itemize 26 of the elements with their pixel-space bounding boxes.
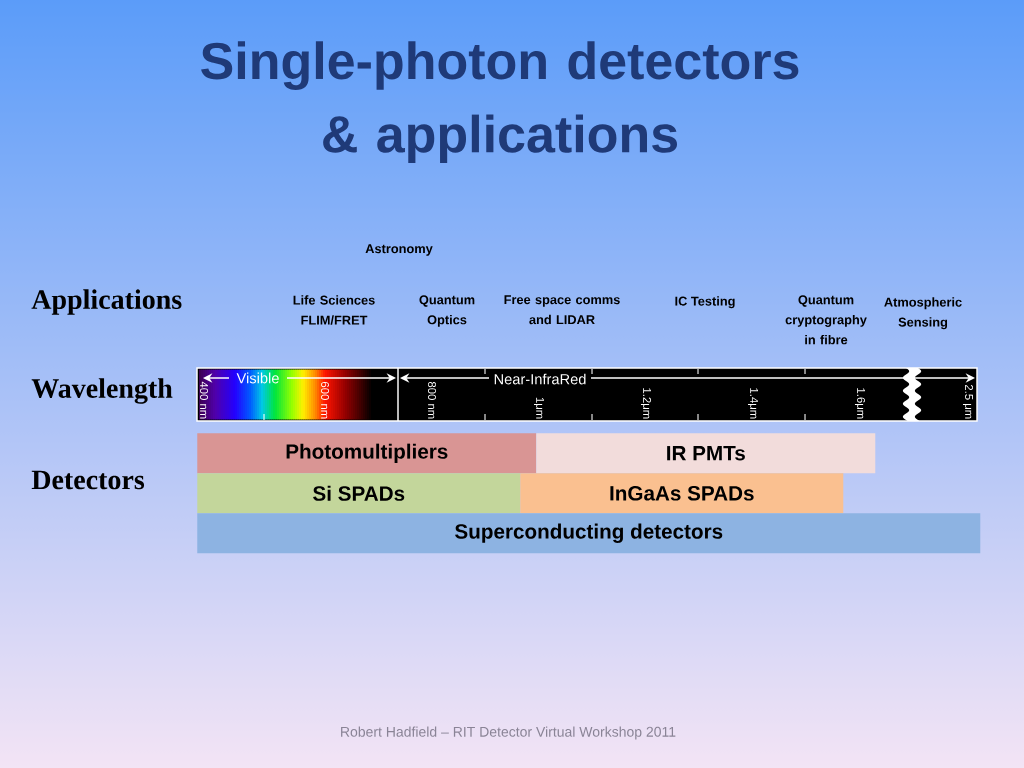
row-heading: Applications	[31, 289, 182, 315]
tick-label: 1.4μm	[748, 388, 758, 419]
tick-label: 600 nm	[321, 382, 329, 419]
tick-label: 1.2μm	[640, 388, 652, 419]
tick-label: 800 nm	[428, 381, 436, 419]
footer-text: Robert Hadfield – RIT Detector Virtual Workshop 2011	[341, 726, 676, 740]
row-heading: Wavelength	[31, 378, 173, 404]
application-label: Quantum cryptography in fibre	[785, 295, 867, 345]
application-label: IC Testing	[675, 296, 735, 309]
detector-bar: Superconducting detectors	[197, 513, 981, 554]
application-label: Quantum Optics	[419, 295, 475, 327]
detector-bar: Si SPADs	[197, 473, 521, 514]
tick-label: 400 nm	[200, 381, 208, 419]
application-label: Free space comms and LIDAR	[504, 295, 620, 325]
tick-label: 1.6μm	[854, 388, 866, 419]
application-label: Astronomy	[365, 244, 433, 256]
detector-bar: InGaAs SPADs	[520, 473, 844, 514]
slide-title: Single-photon detectors & applications	[201, 41, 799, 164]
scale-label: Near-InfraRed	[494, 373, 586, 385]
application-label: Atmospheric Sensing	[884, 297, 962, 330]
application-label: Life Sciences FLIM/FRET	[293, 295, 375, 325]
detector-bar: Photomultipliers	[197, 433, 537, 474]
row-heading: Detectors	[31, 470, 145, 490]
tick-label: 1μm	[534, 397, 544, 419]
tick-label: 2.5 μm	[962, 384, 974, 419]
detector-bar: IR PMTs	[536, 433, 876, 474]
